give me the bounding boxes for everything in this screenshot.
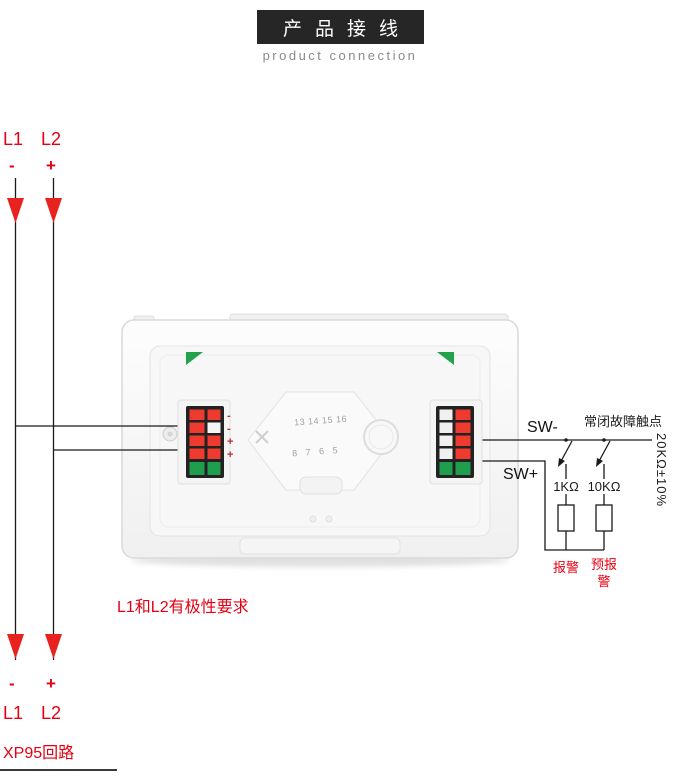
branch2-junction (602, 438, 606, 442)
branch1-junction (564, 438, 568, 442)
terminal-cell (189, 448, 205, 459)
screw-hole-center (167, 431, 173, 437)
sw-minus-label: SW- (527, 419, 558, 436)
terminal-polarity-marks: - - + + (227, 410, 233, 461)
center-plateau (247, 391, 393, 491)
flow-arrows (7, 198, 62, 659)
loop-out-l2-polarity: + (46, 674, 56, 693)
terminal-cell (439, 448, 453, 459)
arrow-down-l2-bottom (45, 634, 62, 659)
terminal-mark-3: + (227, 436, 233, 448)
arrow-down-l1-top (7, 198, 24, 223)
total-resistance-label: 20KΩ±10% (654, 433, 669, 508)
green-mark-left (186, 352, 203, 365)
loop-in-l2-polarity: + (46, 156, 56, 175)
terminal-mark-1: - (227, 410, 231, 422)
loop-in-l1-polarity: - (9, 156, 15, 175)
green-mark-right (437, 352, 454, 365)
resistor1-label: 1KΩ (548, 479, 584, 494)
terminal-block-right (429, 399, 483, 485)
prealarm-label: 预报警 (590, 557, 617, 589)
terminal-mark-2: - (227, 423, 231, 435)
terminal-cell (207, 422, 221, 433)
fault-contact-label: 常闭故障触点 (584, 414, 663, 429)
terminal-cell (207, 409, 221, 420)
center-circle-inner (368, 424, 394, 450)
terminal-cell (207, 435, 221, 446)
terminal-cell (439, 409, 453, 420)
terminal-cell (189, 422, 205, 433)
loop-in-l2-label: L2 (41, 129, 62, 149)
terminal-green-cell (189, 462, 205, 475)
resistor2-symbol (595, 504, 613, 532)
bottom-hole-1 (309, 515, 317, 523)
loop-out-l2-label: L2 (41, 703, 62, 723)
section-subtitle: product connection (262, 48, 418, 63)
molded-x-mark (255, 430, 269, 444)
terminal-green-cell (439, 462, 453, 475)
device-molded-texts: 13 14 15 16 8 7 6 5 (292, 414, 348, 459)
resistor1-symbol (557, 504, 575, 532)
resistor2-label: 10KΩ (585, 479, 623, 494)
switch1-blade (559, 440, 573, 464)
terminal-cell (455, 435, 471, 446)
switch2-arrowhead (596, 458, 603, 467)
polarity-note: L1和L2有极性要求 (117, 599, 249, 616)
terminal-cell (455, 448, 471, 459)
bottom-hole-2 (325, 515, 333, 523)
loop-name-label: XP95回路 (3, 745, 75, 762)
switch2-blade (597, 440, 611, 464)
terminal-cell (439, 435, 453, 446)
section-banner: 产品接线 (257, 10, 424, 44)
terminal-cell (207, 448, 221, 459)
switch1-arrowhead (558, 458, 565, 467)
arrow-down-l2-top (45, 198, 62, 223)
terminal-green-cell (455, 462, 471, 475)
terminal-cell (455, 409, 471, 420)
terminal-numbers-row2: 8 7 6 5 (292, 445, 341, 458)
screw-hole-left (162, 426, 178, 442)
sw-plus-label: SW+ (503, 466, 539, 483)
sw-plus-wire (474, 460, 604, 551)
loop-out-l1-polarity: - (9, 674, 15, 693)
terminal-numbers-row1: 13 14 15 16 (294, 414, 348, 428)
section-title: 产品接线 (282, 18, 411, 40)
terminal-green-cell (207, 462, 221, 475)
loop-in-l1-label: L1 (3, 129, 24, 149)
bottom-tab (239, 537, 401, 555)
bottom-slot (299, 476, 343, 495)
terminal-cell (455, 422, 471, 433)
arrow-down-l1-bottom (7, 634, 24, 659)
terminal-block-left (177, 399, 231, 485)
terminal-mark-4: + (227, 449, 233, 461)
loop-out-l1-label: L1 (3, 703, 24, 723)
terminal-cell (439, 422, 453, 433)
terminal-cell (189, 435, 205, 446)
terminal-cell (189, 409, 205, 420)
alarm-label: 报警 (552, 560, 579, 575)
wiring-lines (14, 178, 652, 660)
device-back-view (121, 313, 519, 567)
